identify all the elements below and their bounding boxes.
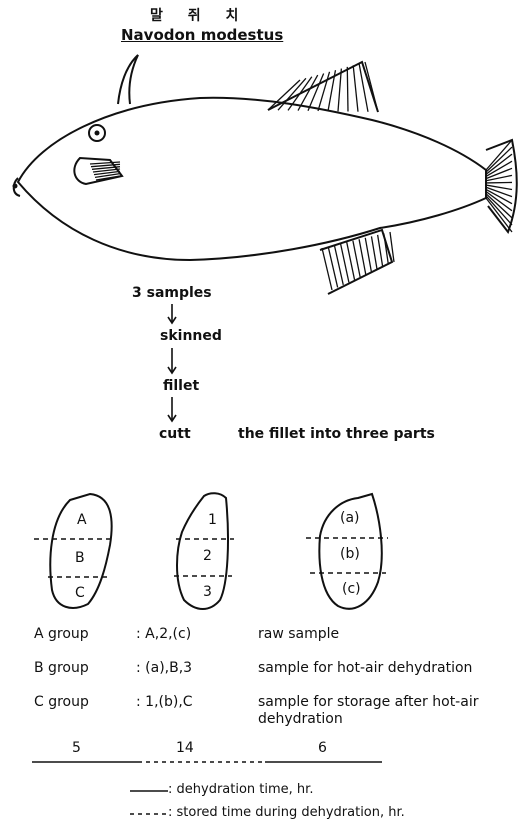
legend-solid-text: : dehydration time, hr. bbox=[168, 782, 313, 797]
legend-dashed-text: : stored time during dehydration, hr. bbox=[168, 805, 405, 820]
